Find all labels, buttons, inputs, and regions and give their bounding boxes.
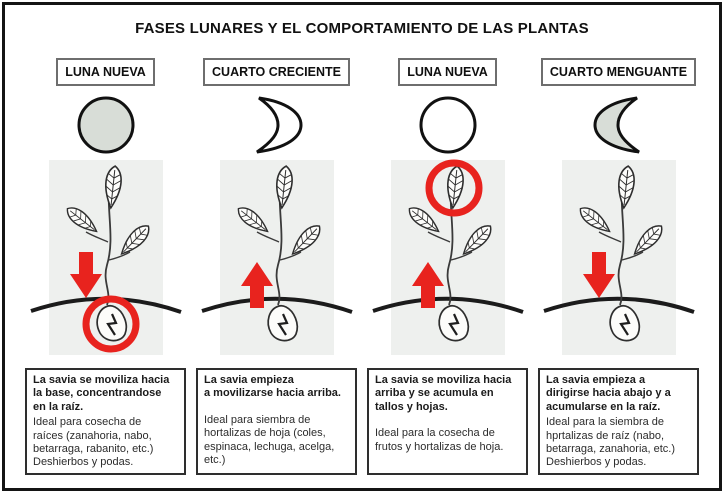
description-box: La savia empieza a movilizarse hacia arr… [196,368,357,475]
sap-up-arrow-icon [240,262,273,308]
sap-behavior-text: La savia empieza a dirigirse hacia abajo… [546,374,671,413]
poster-frame: FASES LUNARES Y EL COMPORTAMIENTO DE LAS… [2,2,722,491]
page-title: FASES LUNARES Y EL COMPORTAMIENTO DE LAS… [135,20,589,37]
description-box: La savia se moviliza hacia la base, conc… [25,368,186,475]
phase-name-label: CUARTO MENGUANTE [549,65,688,79]
new-moon-icon [77,96,134,154]
phase-name-box: LUNA NUEVA [56,58,155,86]
leaf-highlight-ring [425,159,482,217]
phase-name-label: LUNA NUEVA [407,65,488,79]
description-box: La savia empieza a dirigirse hacia abajo… [538,368,699,475]
ideal-use-text: Ideal para la siembra de hprtalizas de r… [546,416,676,456]
phase-name-label: CUARTO CRECIENTE [212,65,341,79]
full-moon-icon [419,96,476,154]
phase-column-new-moon: LUNA NUEVA La savia se moviliza hacia la… [25,58,186,475]
extra-task-text: Deshierbos y podas. [33,456,134,469]
sap-down-arrow-icon [69,252,102,298]
seedling-illustration [49,160,163,353]
extra-task-text: Deshierbos y podas. [546,456,647,469]
moon-row [584,94,654,156]
plant-illustration-panel [49,160,163,355]
description-box: La savia se moviliza hacia arriba y se a… [367,368,528,475]
root-highlight-ring [82,295,139,353]
waning-crescent-icon [592,96,640,154]
phase-column-waxing-crescent: CUARTO CRECIENTE La savia empieza a movi… [196,58,357,475]
moon-row [71,94,141,156]
plant-illustration-panel [562,160,676,355]
phase-name-box: CUARTO CRECIENTE [203,58,350,86]
ideal-use-text: Ideal para la cosecha de frutos y hortal… [375,427,504,453]
ideal-use-text: Ideal para cosecha de raíces (zanahoria,… [33,416,154,456]
phase-name-box: CUARTO MENGUANTE [540,58,697,86]
seedling-illustration [562,160,676,355]
phase-name-box: LUNA NUEVA [398,58,497,86]
sap-behavior-text: La savia empieza a movilizarse hacia arr… [204,374,341,400]
phase-name-label: LUNA NUEVA [65,65,146,79]
seedling-illustration [220,160,334,355]
plant-illustration-panel [391,159,505,355]
ideal-use-text: Ideal para siembra de hortalizas de hoja… [204,413,335,467]
sap-up-arrow-icon [411,262,444,308]
moon-row [242,94,312,156]
sap-down-arrow-icon [582,252,615,298]
sap-behavior-text: La savia se moviliza hacia la base, conc… [33,374,170,413]
plant-illustration-panel [220,160,334,355]
waxing-crescent-icon [255,96,303,154]
phase-columns: LUNA NUEVA La savia se moviliza hacia la… [5,58,719,475]
phase-column-full-moon: LUNA NUEVA La savia se moviliza hacia ar… [367,58,528,475]
sap-behavior-text: La savia se moviliza hacia arriba y se a… [375,374,512,413]
moon-row [413,94,483,156]
phase-column-waning-crescent: CUARTO MENGUANTE La savia empieza a diri… [538,58,699,475]
seedling-illustration [391,159,505,355]
